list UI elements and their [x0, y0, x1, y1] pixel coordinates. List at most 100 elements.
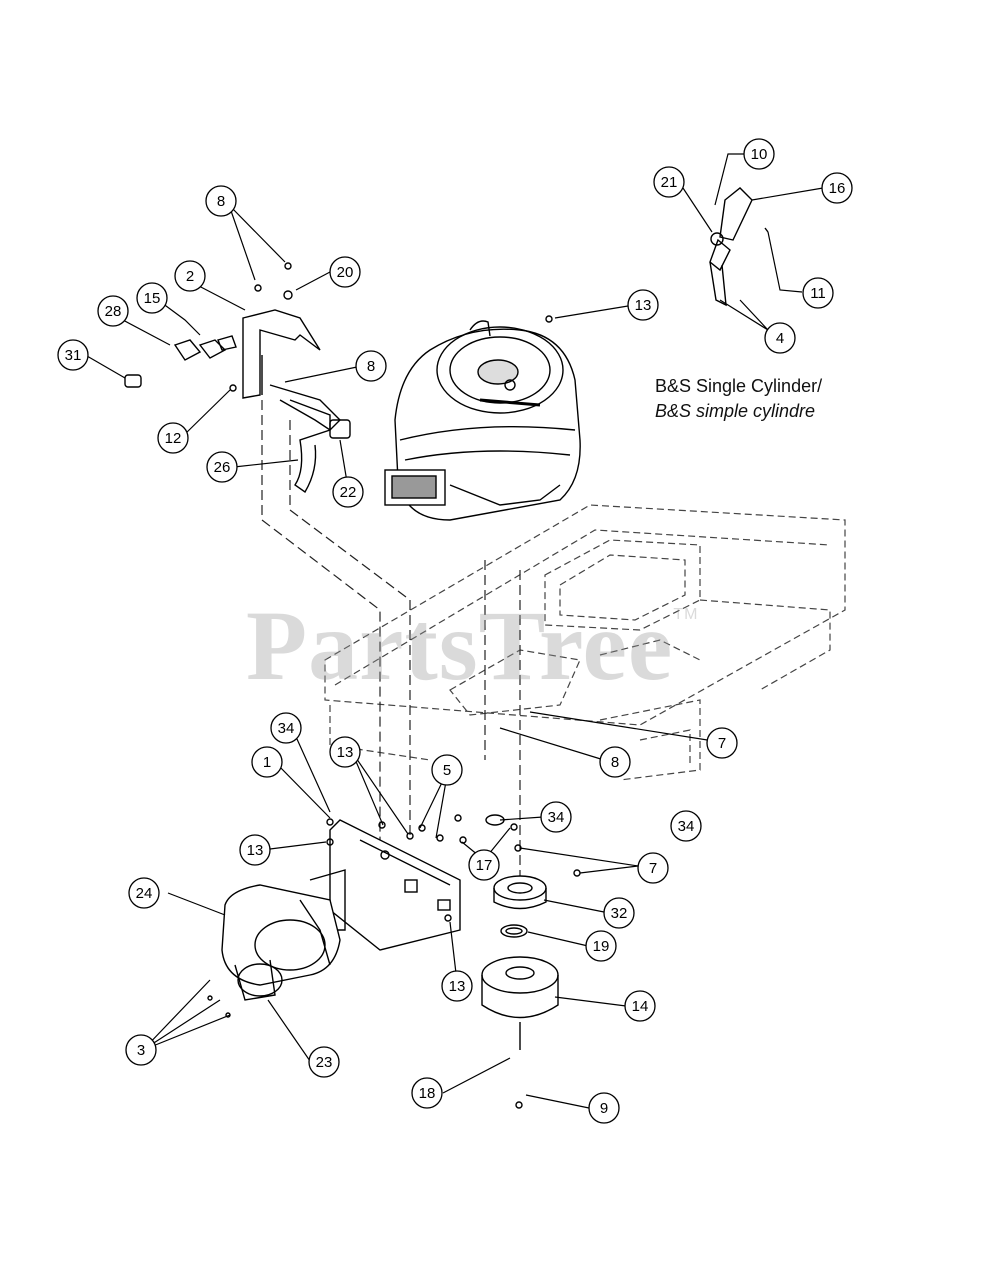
- callout-circle: [441, 970, 473, 1002]
- callout-13c: 13: [239, 834, 271, 866]
- callout-circle: [764, 322, 796, 354]
- callout-circle: [653, 166, 685, 198]
- callout-16: 16: [821, 172, 853, 204]
- callout-2: 2: [174, 260, 206, 292]
- callout-number: 10: [751, 146, 768, 163]
- callout-circle: [743, 138, 775, 170]
- callout-number: 8: [611, 754, 619, 771]
- callout-number: 3: [137, 1042, 145, 1059]
- callout-10: 10: [743, 138, 775, 170]
- callout-5: 5: [431, 754, 463, 786]
- callout-15: 15: [136, 282, 168, 314]
- callout-circle: [468, 849, 500, 881]
- callout-number: 7: [718, 735, 726, 752]
- callout-circle: [706, 727, 738, 759]
- callout-circle: [599, 746, 631, 778]
- callout-number: 20: [337, 264, 354, 281]
- callout-9: 9: [588, 1092, 620, 1124]
- callout-circle: [603, 897, 635, 929]
- callout-number: 9: [600, 1100, 608, 1117]
- callout-11: 11: [802, 277, 834, 309]
- mounting-plate: [309, 819, 461, 951]
- callout-number: 11: [810, 285, 826, 302]
- callout-34a: 34: [270, 712, 302, 744]
- callout-circle: [205, 185, 237, 217]
- callout-circle: [585, 930, 617, 962]
- callout-number: 1: [263, 754, 271, 771]
- callout-number: 4: [776, 330, 784, 347]
- callout-circle: [136, 282, 168, 314]
- callout-18: 18: [411, 1077, 443, 1109]
- callout-number: 18: [419, 1085, 436, 1102]
- callout-circle: [239, 834, 271, 866]
- callout-circle: [332, 476, 364, 508]
- callout-number: 7: [649, 860, 657, 877]
- callout-circle: [57, 339, 89, 371]
- callout-26: 26: [206, 451, 238, 483]
- callout-number: 2: [186, 268, 194, 285]
- caption-line-2: B&S simple cylindre: [655, 401, 816, 421]
- callout-circle: [270, 712, 302, 744]
- callout-number: 19: [593, 938, 610, 955]
- callout-34c: 34: [670, 810, 702, 842]
- callout-number: 34: [678, 818, 695, 835]
- callout-number: 31: [65, 347, 82, 364]
- callout-number: 14: [632, 998, 649, 1015]
- alignment-lines: [261, 400, 521, 880]
- chassis-frame: [324, 504, 846, 781]
- callout-number: 28: [105, 303, 122, 320]
- callout-8a: 8: [205, 185, 237, 217]
- callout-number: 12: [165, 430, 182, 447]
- callout-20: 20: [329, 256, 361, 288]
- callout-number: 22: [340, 484, 357, 501]
- callout-circle: [637, 852, 669, 884]
- callout-7a: 7: [706, 727, 738, 759]
- callout-number: 13: [247, 842, 264, 859]
- dipstick-assembly: [709, 187, 769, 307]
- callout-circle: [821, 172, 853, 204]
- callout-circle: [128, 877, 160, 909]
- callout-number: 24: [136, 885, 153, 902]
- callout-13b: 13: [329, 736, 361, 768]
- callout-7b: 7: [637, 852, 669, 884]
- callout-circle: [802, 277, 834, 309]
- callout-circle: [251, 746, 283, 778]
- callout-21: 21: [653, 166, 685, 198]
- callout-13d: 13: [441, 970, 473, 1002]
- callout-circle: [627, 289, 659, 321]
- callout-circle: [157, 422, 189, 454]
- callout-circle: [540, 801, 572, 833]
- callout-28: 28: [97, 295, 129, 327]
- callout-number: 34: [278, 720, 295, 737]
- callout-circle: [624, 990, 656, 1022]
- callout-number: 13: [449, 978, 466, 995]
- callout-circle: [355, 350, 387, 382]
- engine: [384, 320, 581, 521]
- callout-circle: [431, 754, 463, 786]
- callout-32: 32: [603, 897, 635, 929]
- callout-31: 31: [57, 339, 89, 371]
- caption-line-1: B&S Single Cylinder/: [655, 376, 823, 396]
- callout-circle: [411, 1077, 443, 1109]
- callout-14: 14: [624, 990, 656, 1022]
- callout-circle: [308, 1046, 340, 1078]
- callout-number: 26: [214, 459, 231, 476]
- callout-3: 3: [125, 1034, 157, 1066]
- callout-1: 1: [251, 746, 283, 778]
- callout-number: 21: [661, 174, 678, 191]
- leader-lines: [86, 153, 824, 1109]
- callout-number: 16: [829, 180, 846, 197]
- callout-circle: [206, 451, 238, 483]
- callout-number: 17: [476, 857, 493, 874]
- callout-number: 8: [367, 358, 375, 375]
- callout-8b: 8: [355, 350, 387, 382]
- callout-22: 22: [332, 476, 364, 508]
- callout-13a: 13: [627, 289, 659, 321]
- callout-number: 15: [144, 290, 161, 307]
- callout-circle: [329, 256, 361, 288]
- callout-circle: [125, 1034, 157, 1066]
- callout-circle: [97, 295, 129, 327]
- callout-circle: [588, 1092, 620, 1124]
